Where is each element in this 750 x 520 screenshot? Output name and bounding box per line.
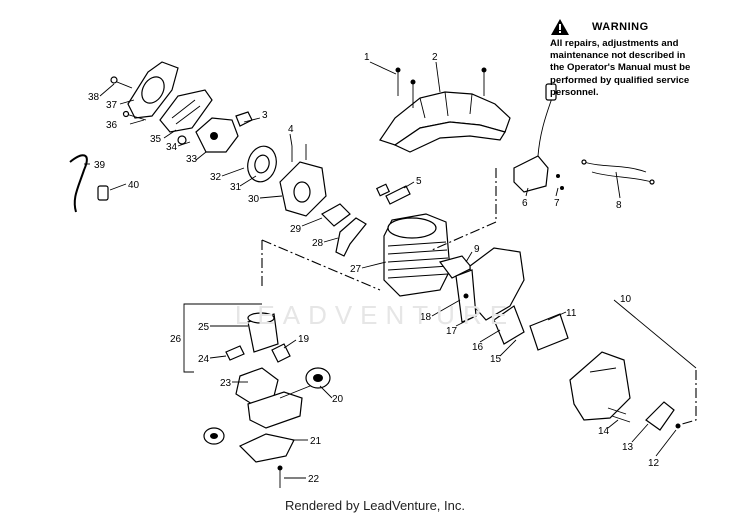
- callout-19: 19: [298, 334, 310, 345]
- leader-lines: [84, 61, 697, 479]
- fuel-line: [69, 154, 88, 213]
- callout-21: 21: [310, 436, 322, 447]
- callout-8: 8: [616, 200, 622, 211]
- callout-13: 13: [622, 442, 634, 453]
- callout-1: 1: [364, 52, 370, 63]
- warning-line: personnel.: [550, 86, 599, 98]
- carb-gasket: [247, 145, 277, 183]
- spark-plug: [375, 183, 411, 205]
- callout-20: 20: [332, 394, 344, 405]
- callout-17: 17: [446, 326, 458, 337]
- callout-23: 23: [220, 378, 232, 389]
- callout-16: 16: [472, 342, 484, 353]
- callout-15: 15: [490, 354, 502, 365]
- callout-18: 18: [420, 312, 432, 323]
- cylinder: [383, 213, 473, 297]
- callout-6: 6: [522, 198, 528, 209]
- callout-33: 33: [186, 154, 198, 165]
- warning-line: maintenance not described in: [550, 50, 686, 62]
- warning-line: the Operator's Manual must be: [550, 62, 691, 74]
- ignition-coil: [513, 83, 564, 193]
- callout-32: 32: [210, 172, 222, 183]
- callout-10: 10: [620, 294, 632, 305]
- callout-9: 9: [474, 244, 480, 255]
- piston: [225, 312, 291, 363]
- callout-27: 27: [350, 264, 362, 275]
- warning-line: performed by qualified service: [550, 74, 690, 86]
- ground-wire: [581, 159, 655, 185]
- callout-38: 38: [88, 92, 100, 103]
- callout-29: 29: [290, 224, 302, 235]
- callout-2: 2: [432, 52, 438, 63]
- watermark: LEADVENTURE: [234, 300, 516, 330]
- filter-screws: [110, 76, 147, 121]
- callout-35: 35: [150, 134, 162, 145]
- crankshaft: [203, 367, 331, 463]
- muffler: [493, 305, 681, 431]
- callout-5: 5: [416, 176, 422, 187]
- callout-labels: 1 2 3 4 5 6 7 8 9 10 11 12 13 14 15 16 1…: [88, 52, 660, 485]
- callout-3: 3: [262, 110, 268, 121]
- fuel-filter: [97, 185, 109, 201]
- warning-notice: WARNING All repairs, adjustments and mai…: [550, 18, 740, 99]
- assembly-dash-lines: [261, 168, 697, 425]
- cover-screws: [395, 67, 487, 108]
- intake-adapter: [279, 144, 327, 217]
- callout-25: 25: [198, 322, 210, 333]
- warning-line: All repairs, adjustments and: [550, 38, 679, 49]
- callout-31: 31: [230, 182, 242, 193]
- callout-14: 14: [598, 426, 610, 437]
- base-screw: [277, 465, 283, 488]
- callout-4: 4: [288, 124, 294, 135]
- engine-cover: [379, 91, 511, 153]
- callout-34: 34: [166, 142, 178, 153]
- warning-icon: [551, 19, 569, 35]
- callout-36: 36: [106, 120, 118, 131]
- air-filter-cover: [127, 61, 213, 133]
- callout-26: 26: [170, 334, 182, 345]
- callout-7: 7: [554, 198, 560, 209]
- footer-credit: Rendered by LeadVenture, Inc.: [285, 498, 465, 513]
- callout-40: 40: [128, 180, 140, 191]
- callout-28: 28: [312, 238, 324, 249]
- warning-title: WARNING: [592, 21, 649, 33]
- callout-30: 30: [248, 194, 260, 205]
- callout-39: 39: [94, 160, 106, 171]
- callout-37: 37: [106, 100, 118, 111]
- callout-11: 11: [566, 308, 577, 319]
- heat-shield: [455, 247, 525, 323]
- callout-12: 12: [648, 458, 660, 469]
- callout-22: 22: [308, 474, 320, 485]
- callout-24: 24: [198, 354, 210, 365]
- intake-boot: [321, 203, 367, 257]
